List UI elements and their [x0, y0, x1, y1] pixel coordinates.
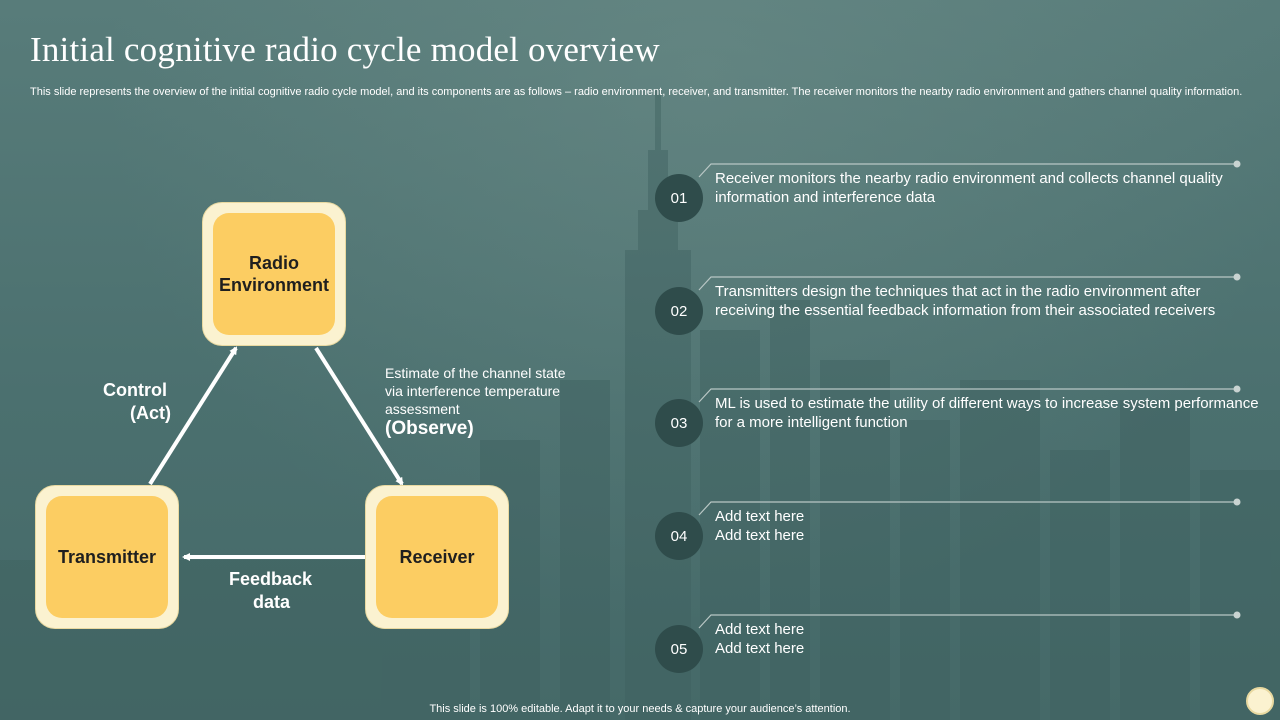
connector-line: [698, 160, 1241, 178]
item-text: ML is used to estimate the utility of di…: [715, 395, 1259, 431]
item-text: Add text here Add text here: [715, 621, 805, 657]
footer-note: This slide is 100% editable. Adapt it to…: [429, 703, 851, 715]
radio-environment-node: Radio Environment: [202, 202, 346, 346]
control-arrow: [148, 346, 238, 486]
connector-line: [698, 273, 1241, 291]
item-text: Receiver monitors the nearby radio envir…: [715, 170, 1223, 206]
list-item: 03 ML is used to estimate the utility of…: [655, 385, 1259, 455]
list-item: 04 Add text here Add text here: [655, 498, 1255, 568]
transmitter-label: Transmitter: [46, 496, 168, 618]
item-number-badge: 03: [655, 399, 703, 447]
connector-line: [698, 611, 1241, 629]
feedback-data-label: data: [253, 592, 291, 612]
cycle-arrows: [148, 346, 404, 561]
item-text: Transmitters design the techniques that …: [715, 283, 1216, 319]
control-label: Control: [103, 380, 167, 400]
feedback-label: Feedback: [229, 569, 313, 589]
corner-circle-icon: [1246, 687, 1274, 715]
list-item: 02 Transmitters design the techniques th…: [655, 273, 1255, 343]
connector-line: [698, 385, 1241, 403]
cognitive-cycle-diagram: Radio Environment Transmitter Receiver C…: [35, 202, 566, 629]
slide-title: Initial cognitive radio cycle model over…: [30, 30, 660, 69]
estimate-note: Estimate of the channel state via interf…: [385, 365, 566, 417]
receiver-node: Receiver: [365, 485, 509, 629]
radio-environment-label: Radio Environment: [213, 213, 335, 335]
item-number-badge: 04: [655, 512, 703, 560]
act-label: (Act): [130, 403, 171, 423]
observe-arrow: [314, 346, 404, 486]
list-item: 01 Receiver monitors the nearby radio en…: [655, 160, 1255, 230]
item-number-badge: 02: [655, 287, 703, 335]
item-number-badge: 01: [655, 174, 703, 222]
list-item: 05 Add text here Add text here: [655, 611, 1255, 681]
observe-label: (Observe): [385, 418, 474, 439]
slide-subtitle: This slide represents the overview of th…: [30, 86, 1243, 98]
receiver-label: Receiver: [376, 496, 498, 618]
connector-line: [698, 498, 1241, 516]
transmitter-node: Transmitter: [35, 485, 179, 629]
item-text: Add text here Add text here: [715, 508, 805, 544]
item-number-badge: 05: [655, 625, 703, 673]
